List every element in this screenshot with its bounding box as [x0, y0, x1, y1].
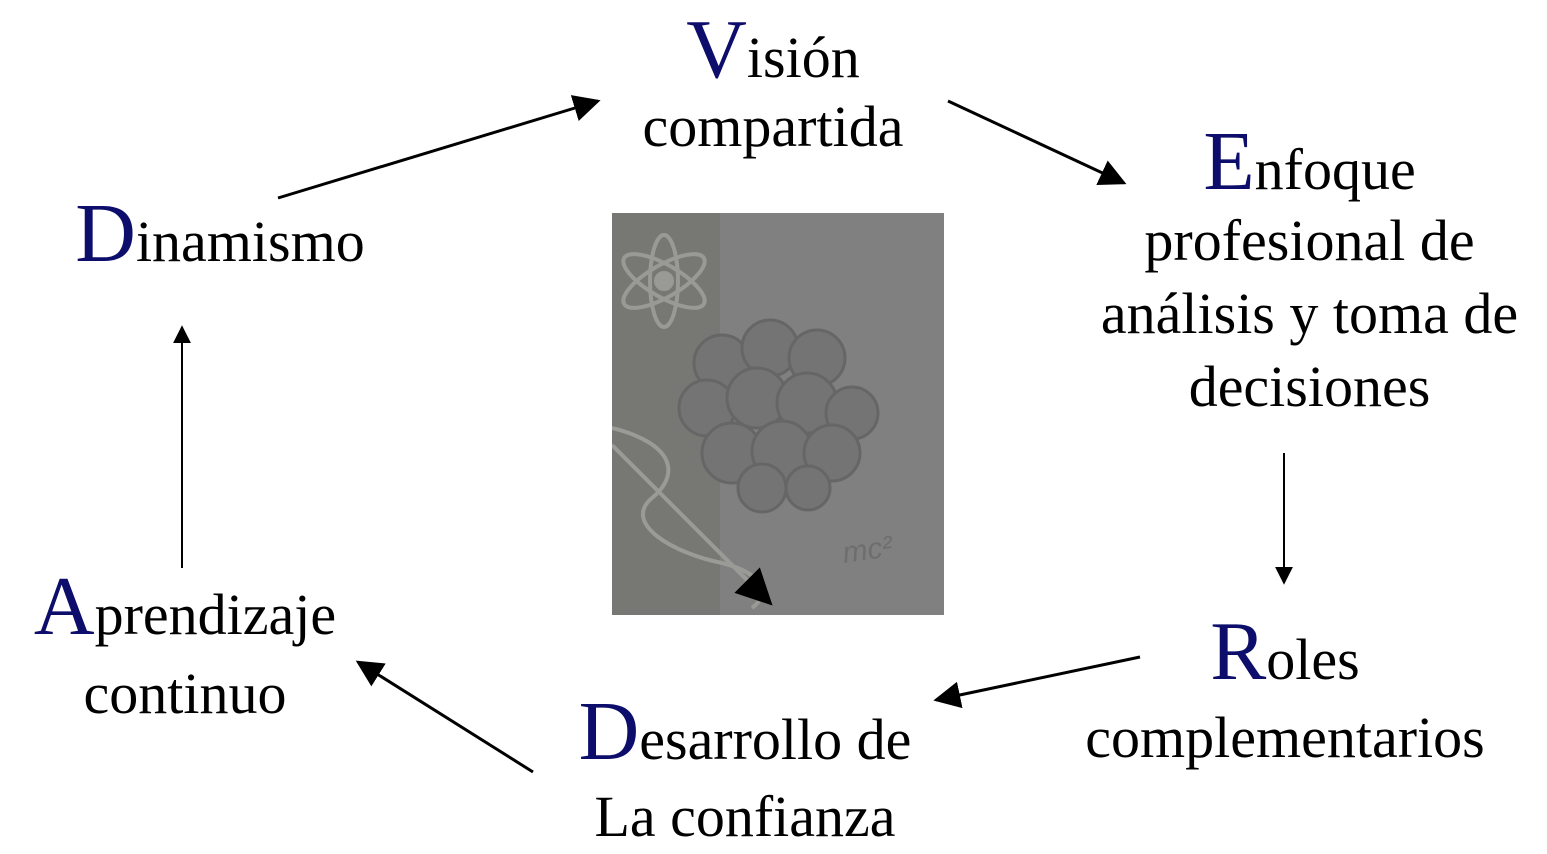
node-vision: Visión compartida	[598, 8, 948, 156]
node-aprendizaje: Aprendizaje continuo	[0, 565, 370, 723]
node-aprendizaje-line2: continuo	[83, 661, 287, 726]
arrow-vision-to-enfoque	[947, 99, 1127, 185]
node-enfoque-line4: decisiones	[1188, 354, 1431, 419]
arrow-dinamismo-to-vision	[277, 95, 601, 200]
atom-icon	[621, 233, 707, 329]
mc2-label: mc²	[840, 530, 895, 570]
node-enfoque-line2: profesional de	[1144, 208, 1475, 273]
node-enfoque-line3: análisis y toma de	[1100, 281, 1519, 346]
diagonal-arrow-icon	[612, 443, 773, 606]
initial-letter: D	[578, 685, 640, 778]
title-rest: prendizaje	[94, 582, 337, 647]
node-desarrollo: Desarrollo de La confianza	[540, 690, 950, 846]
science-image: mc²	[612, 213, 944, 615]
node-roles-title: Roles	[1050, 610, 1520, 694]
title-rest: esarrollo de	[639, 707, 912, 772]
arrow-desarrollo-to-aprendizaje	[355, 660, 534, 774]
node-dinamismo-title: Dinamismo	[40, 192, 400, 276]
node-aprendizaje-title: Aprendizaje	[0, 565, 370, 649]
title-rest: nfoque	[1254, 137, 1416, 202]
node-enfoque: Enfoque profesional de análisis y toma d…	[1072, 120, 1547, 416]
initial-letter: R	[1210, 605, 1267, 698]
initial-letter: E	[1203, 115, 1255, 208]
title-rest: inamismo	[135, 209, 365, 274]
initial-letter: A	[33, 560, 95, 653]
arrow-roles-to-desarrollo	[933, 655, 1141, 709]
node-vision-line2: compartida	[642, 94, 904, 159]
node-desarrollo-title: Desarrollo de	[540, 690, 950, 774]
title-rest: oles	[1266, 627, 1360, 692]
node-enfoque-title: Enfoque	[1072, 120, 1547, 204]
initial-letter: V	[686, 3, 747, 96]
node-desarrollo-line2: La confianza	[594, 784, 896, 849]
node-vision-title: Visión	[598, 8, 948, 92]
node-roles: Roles complementarios	[1050, 610, 1520, 767]
title-rest: isión	[746, 25, 860, 90]
node-dinamismo: Dinamismo	[40, 192, 400, 276]
node-roles-line2: complementarios	[1085, 705, 1485, 770]
nucleus-cluster-icon	[677, 318, 880, 514]
initial-letter: D	[75, 187, 136, 280]
